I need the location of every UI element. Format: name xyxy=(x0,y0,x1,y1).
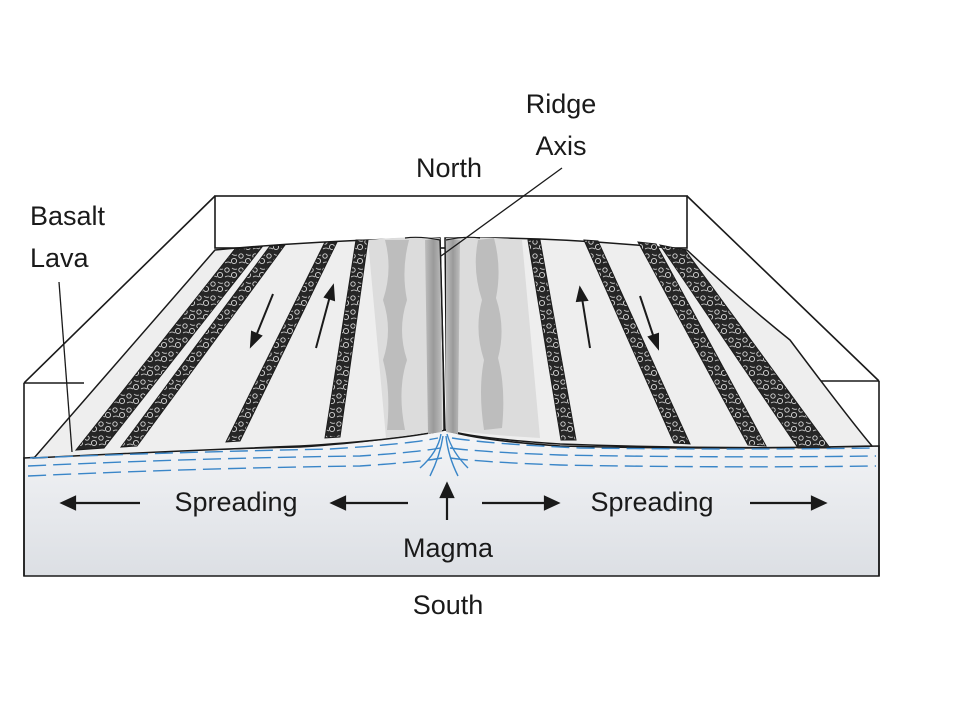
ridge-axis-label: Ridge Axis xyxy=(526,83,597,167)
arrow-down-icon xyxy=(639,295,659,351)
arrow-up-icon xyxy=(439,481,455,520)
south-label: South xyxy=(412,590,484,620)
magma-label: Magma xyxy=(402,533,494,563)
spreading-arrows xyxy=(59,481,828,520)
lava-label: Lava xyxy=(30,243,89,273)
spreading-left-label: Spreading xyxy=(174,487,298,517)
arrow-down-icon xyxy=(249,293,274,349)
basalt-stripes-right xyxy=(527,239,831,449)
arrow-up-icon xyxy=(575,285,591,349)
magma-flow-lines xyxy=(27,433,877,477)
spreading-right-label: Spreading xyxy=(590,487,714,517)
ridge-label-line: Ridge xyxy=(525,89,597,119)
surface-motion-arrows xyxy=(249,283,659,351)
arrow-up-icon xyxy=(315,283,336,349)
basalt-stripes-left xyxy=(74,239,369,451)
label-leader-lines xyxy=(58,167,563,453)
axis-label-line: Axis xyxy=(535,131,587,161)
basalt-label: Basalt xyxy=(30,201,106,231)
arrow-right-icon xyxy=(750,495,828,511)
ridge-axis-zone xyxy=(368,236,540,438)
arrow-left-icon xyxy=(59,495,140,511)
arrow-left-icon xyxy=(329,495,408,511)
north-label: North xyxy=(415,153,483,183)
arrow-right-icon xyxy=(482,495,561,511)
